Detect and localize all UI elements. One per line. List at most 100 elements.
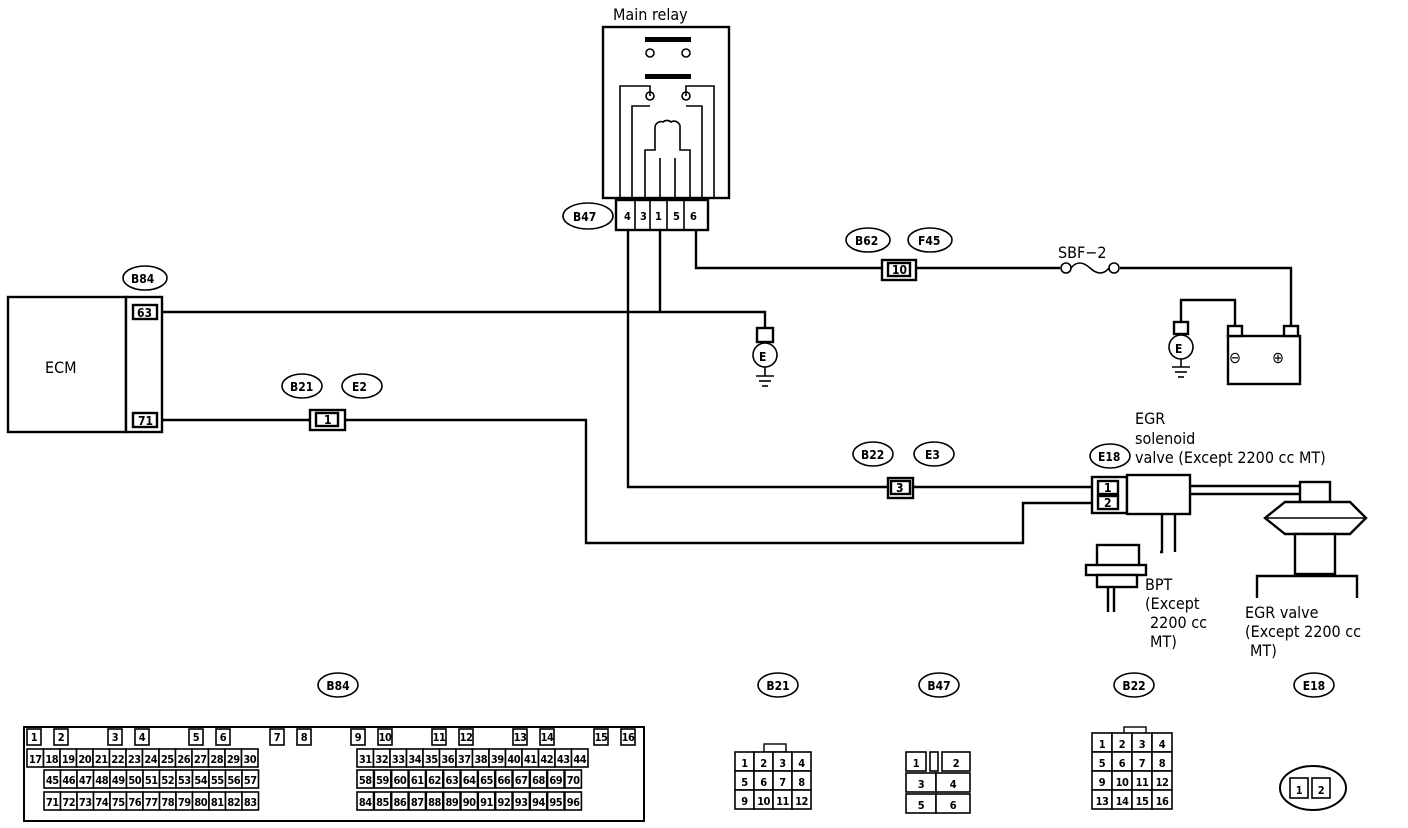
e18-view-pin-1: 1 xyxy=(1296,784,1303,797)
egr-solenoid-line1: EGR xyxy=(1135,409,1165,428)
b84-pin-32: 32 xyxy=(375,753,388,766)
b84-pin-21: 21 xyxy=(95,753,108,766)
b84-pin-67: 67 xyxy=(515,774,528,787)
b84-pin-41: 41 xyxy=(524,753,537,766)
fuse-sbf-2: SBF−2 xyxy=(1058,243,1120,274)
b84-pin-48: 48 xyxy=(95,774,108,787)
connector-b22-e3: B22 E3 3 xyxy=(852,441,955,500)
b84-pin-70-cell xyxy=(564,769,583,789)
b47-view-pin-1-cell xyxy=(905,751,927,772)
b84-pin-6: 6 xyxy=(220,731,227,744)
e2-label: E2 xyxy=(352,380,367,394)
e18-pin-2: 2 xyxy=(1104,496,1112,510)
b47-pin-4: 4 xyxy=(624,210,631,223)
b84-pin-15: 15 xyxy=(595,731,608,744)
b21-view-pin-9: 9 xyxy=(741,795,748,808)
b84-pin-13-cell xyxy=(512,728,528,746)
ecm-pin-71: 71 xyxy=(138,414,153,428)
b21-view-pin-4: 4 xyxy=(798,757,805,770)
b84-pin-50: 50 xyxy=(128,774,141,787)
b84-pin-57-cell xyxy=(241,769,260,789)
b84-pin-7: 7 xyxy=(274,731,281,744)
b84-pin-83-cell xyxy=(241,791,260,811)
b84-pin-7-cell xyxy=(269,728,285,746)
b84-pin-2-cell xyxy=(53,728,69,746)
b84-pin-93-cell xyxy=(512,791,531,811)
b84-pin-39: 39 xyxy=(491,753,504,766)
e18-label: E18 xyxy=(1098,450,1120,464)
b84-pin-23: 23 xyxy=(128,753,141,766)
b84-pin-5: 5 xyxy=(193,731,200,744)
b84-pin-1: 1 xyxy=(31,731,38,744)
e18-view-callout-label: E18 xyxy=(1303,679,1325,693)
b47-pin-3: 3 xyxy=(640,210,647,223)
b84-pin-28: 28 xyxy=(210,753,223,766)
b84-pin-17: 17 xyxy=(29,753,42,766)
b21-view-pin-7: 7 xyxy=(779,776,786,789)
b22-view-pin-8: 8 xyxy=(1159,757,1166,770)
b84-pin-66: 66 xyxy=(497,774,510,787)
b84-pin-84: 84 xyxy=(359,796,372,809)
b21-view-pin-1: 1 xyxy=(741,757,748,770)
b22-view-pin-5: 5 xyxy=(1099,757,1106,770)
battery: ⊖ ⊕ xyxy=(1179,298,1302,386)
b84-pin-89-cell xyxy=(442,791,461,811)
b21-view-pin-10: 10 xyxy=(757,795,770,808)
b47-view-gap-cell xyxy=(929,751,939,772)
b84-pin-70: 70 xyxy=(567,774,580,787)
main-relay: Main relay 4 3 1 5 6 B47 xyxy=(562,5,731,232)
b84-pin-91: 91 xyxy=(480,796,493,809)
b84-pin-84-cell xyxy=(356,791,375,811)
b22-view-pin-15: 15 xyxy=(1136,795,1149,808)
b22-view-pin-9: 9 xyxy=(1099,776,1106,789)
b21-view-pin-6: 6 xyxy=(760,776,767,789)
ground-label-battery: E xyxy=(1175,342,1182,356)
b84-pin-9: 9 xyxy=(355,731,362,744)
b84-pin-74: 74 xyxy=(95,796,108,809)
b22-view-pin-10: 10 xyxy=(1116,776,1129,789)
b84-pin-44: 44 xyxy=(573,753,586,766)
b22-view-pin-16: 16 xyxy=(1156,795,1169,808)
b47-pin-1: 1 xyxy=(655,210,662,223)
b84-pin-37: 37 xyxy=(458,753,471,766)
b84-pin-43: 43 xyxy=(557,753,570,766)
b84-callout xyxy=(122,265,168,291)
b84-pin-53: 53 xyxy=(178,774,191,787)
b84-pin-14: 14 xyxy=(541,731,554,744)
b84-pin-61: 61 xyxy=(411,774,424,787)
b84-pin-3: 3 xyxy=(112,731,119,744)
b84-pin-94-cell xyxy=(529,791,548,811)
b84-pin-33: 33 xyxy=(392,753,405,766)
b84-pin-80: 80 xyxy=(194,796,207,809)
battery-minus-icon: ⊖ xyxy=(1229,348,1241,367)
b84-pin-3-cell xyxy=(107,728,123,746)
b84-pin-95-cell xyxy=(546,791,565,811)
b84-pin-77: 77 xyxy=(145,796,158,809)
b84-pin-88: 88 xyxy=(428,796,441,809)
b84-pin-9-cell xyxy=(350,728,366,746)
b84-pin-61-cell xyxy=(408,769,427,789)
b84-pin-59: 59 xyxy=(376,774,389,787)
b84-pin-56: 56 xyxy=(227,774,240,787)
b84-pin-58: 58 xyxy=(359,774,372,787)
b21-latch xyxy=(763,743,787,753)
bpt-line3: 2200 cc xyxy=(1150,613,1207,632)
b84-pin-46: 46 xyxy=(62,774,75,787)
b84-pin-87: 87 xyxy=(411,796,424,809)
b47-view-pin-4: 4 xyxy=(950,778,957,791)
ecm: ECM 63 71 B84 xyxy=(6,265,168,434)
b84-pin-65: 65 xyxy=(480,774,493,787)
b84-pin-68-cell xyxy=(529,769,548,789)
b22-view-callout-label: B22 xyxy=(1122,679,1145,693)
battery-plus-icon: ⊕ xyxy=(1272,348,1284,367)
b84-pin-2: 2 xyxy=(58,731,65,744)
bpt-line2: (Except xyxy=(1145,594,1200,613)
b84-pin-95: 95 xyxy=(549,796,562,809)
b84-pin-67-cell xyxy=(512,769,531,789)
b84-pin-92-cell xyxy=(494,791,513,811)
b84-pin-15-cell xyxy=(593,728,609,746)
b22-view-pin-16-cell xyxy=(1151,789,1173,810)
b84-pin-88-cell xyxy=(425,791,444,811)
